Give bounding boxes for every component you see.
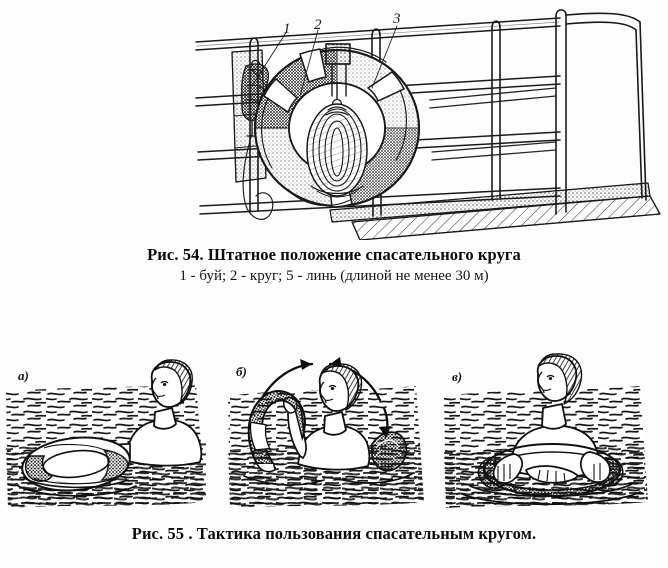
figure-55-caption: Рис. 55 . Тактика пользования спасательн… <box>0 524 668 544</box>
figure-54-caption-legend: 1 - буй; 2 - круг; 5 - линь (длиной не м… <box>179 268 489 284</box>
figure-55-panel-label-a: а) <box>18 368 29 383</box>
figure-55-panel-label-b: б) <box>236 364 247 379</box>
figure-54-callout-2: 2 <box>314 17 322 33</box>
figure-54-callout-1: 1 <box>283 21 291 37</box>
figure-55-panel-label-c: в) <box>452 369 463 384</box>
figure-54-caption: Рис. 54. Штатное положение спасательного… <box>0 245 668 285</box>
figure-55-caption-title: Рис. 55 . Тактика пользования спасательн… <box>131 524 537 543</box>
figure-54-callout-3: 3 <box>393 11 401 27</box>
figure-54-caption-title: Рис. 54. Штатное положение спасательного… <box>147 245 521 264</box>
figure-54-illustration: 1 2 3 <box>0 0 668 240</box>
figure-55-illustration: а) б) в) <box>0 352 668 517</box>
